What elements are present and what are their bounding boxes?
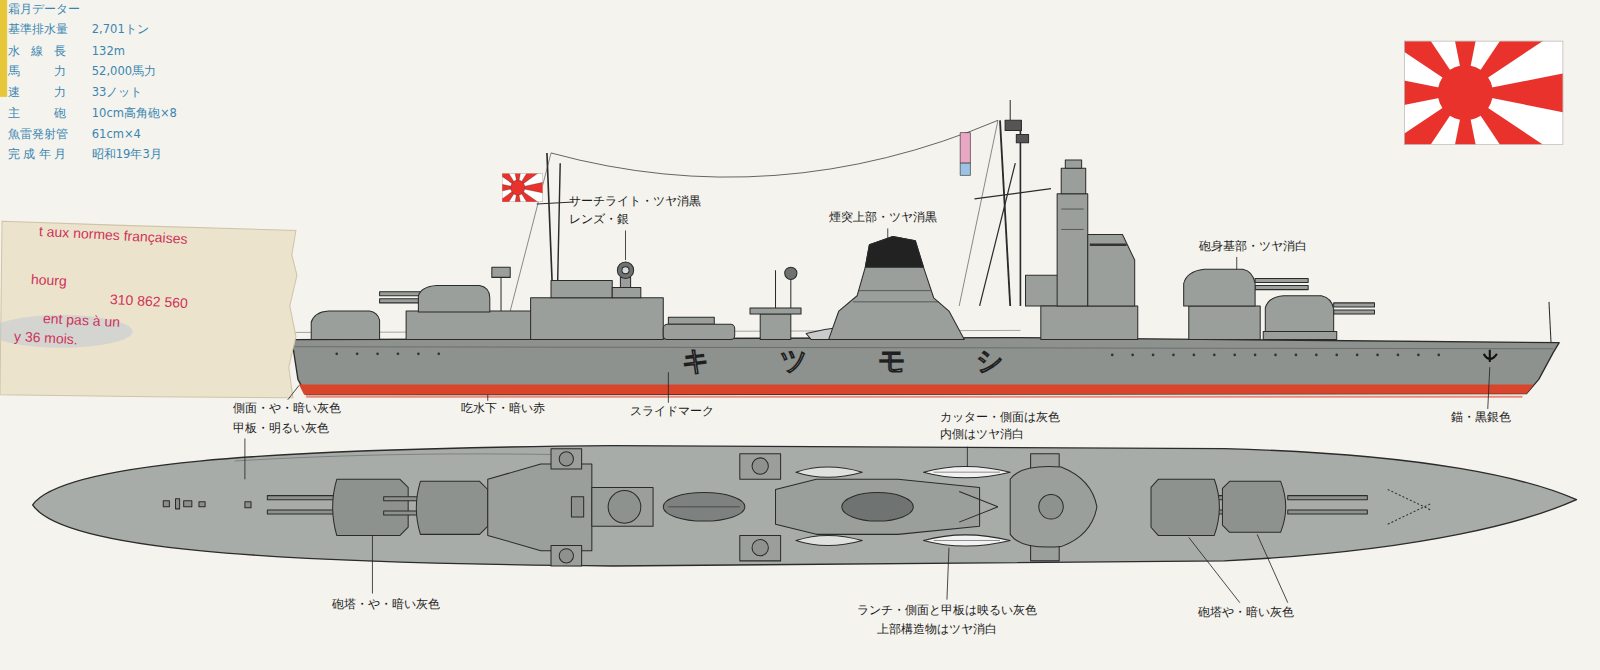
price-sticker xyxy=(0,221,297,397)
sticker-text: y 36 mois. xyxy=(14,328,79,349)
spec-value: 2,701トン xyxy=(92,22,149,36)
spec-key: 魚雷発射管 xyxy=(8,127,66,141)
spec-value: 52,000馬力 xyxy=(92,64,156,78)
spec-value: 10cm高角砲×8 xyxy=(92,106,177,120)
paint-callout: スライドマーク xyxy=(630,404,714,419)
spec-value: 33ノット xyxy=(92,85,143,99)
spec-key: 水 線 長 xyxy=(8,44,66,58)
data-heading: 霜月データー xyxy=(8,2,80,16)
hull-name: キツモシ xyxy=(682,347,1074,374)
sticker-text: hourg xyxy=(30,271,67,290)
spec-key: 完成年月 xyxy=(8,147,66,161)
paint-callout: サーチライト・ツヤ消黒 レンズ・銀 xyxy=(569,192,706,228)
paint-callout: 吃水下・暗い赤 xyxy=(461,401,545,416)
spec-value: 61cm×4 xyxy=(92,127,141,141)
paint-callout: ランチ・側面と甲板は映るい灰色 上部構造物はツヤ消白 xyxy=(857,601,1042,639)
spec-key: 速 力 xyxy=(8,85,66,99)
paint-callout: カッター・側面は灰色 内側はツヤ消白 xyxy=(940,409,1065,443)
spec-value: 132m xyxy=(92,44,125,58)
paint-callout: 砲塔・や・暗い灰色 xyxy=(332,597,440,612)
paint-callout: 煙突上部・ツヤ消黒 xyxy=(829,210,937,225)
sticker-text: ent pas à un xyxy=(42,310,120,332)
paint-callout: 砲身基部・ツヤ消白 xyxy=(1199,239,1307,254)
paint-callout: 側面・や・暗い灰色 xyxy=(233,401,341,416)
paint-callout: 砲塔や・暗い灰色 xyxy=(1198,605,1294,620)
spec-value: 昭和19年3月 xyxy=(92,147,162,161)
spec-key: 主 砲 xyxy=(8,106,66,120)
spec-key: 基準排水量 xyxy=(8,22,66,36)
sticker-text: 310 862 560 xyxy=(110,291,189,313)
sticker-text: t aux normes françaises xyxy=(38,223,187,248)
leader-lines xyxy=(245,228,1490,602)
paint-callout: 甲板・明るい灰色 xyxy=(233,421,329,436)
spec-key: 馬 力 xyxy=(8,64,66,78)
paint-callout: 錨・黒銀色 xyxy=(1451,410,1511,425)
